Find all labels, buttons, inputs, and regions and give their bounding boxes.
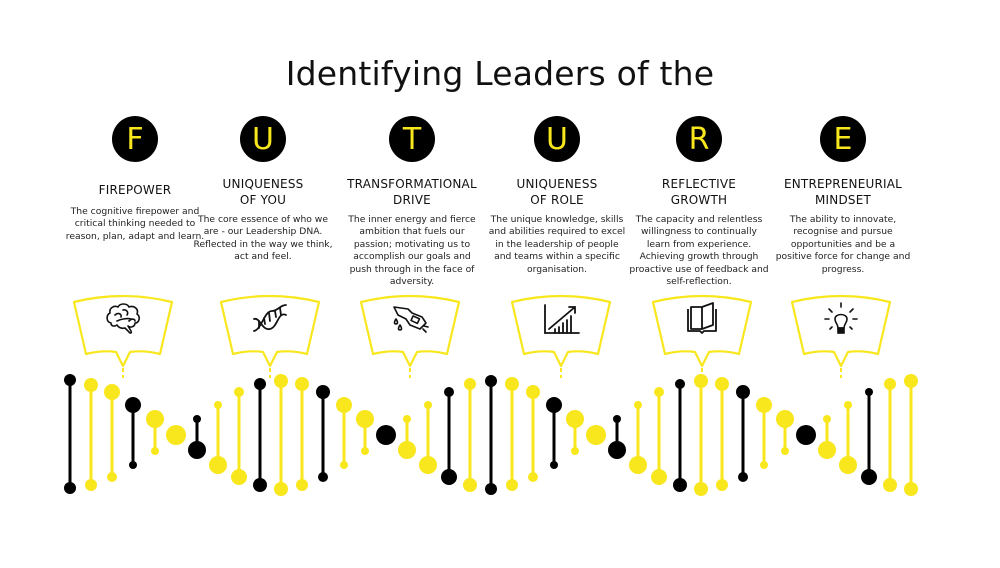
- dna-base-pair: [84, 378, 98, 491]
- column-title-line2: DRIVE: [393, 193, 431, 207]
- column-title-line1: TRANSFORMATIONAL: [347, 177, 477, 191]
- column-title: ENTREPRENEURIAL MINDSET: [768, 176, 918, 208]
- column-title: TRANSFORMATIONAL DRIVE: [337, 176, 487, 208]
- column-firepower: F FIREPOWER The cognitive firepower and …: [60, 116, 210, 243]
- column-title: UNIQUENESS OF YOU: [188, 176, 338, 208]
- letter-badge: U: [534, 116, 580, 162]
- column-title-line1: ENTREPRENEURIAL: [783, 177, 903, 191]
- column-description: The capacity and relentless willingness …: [629, 214, 769, 288]
- lightbulb-icon-badge: [788, 292, 894, 378]
- column-title: FIREPOWER: [98, 183, 172, 197]
- column-transformational-drive: T TRANSFORMATIONAL DRIVE The inner energ…: [337, 116, 487, 288]
- letter-badge: R: [676, 116, 722, 162]
- dna-base-pair: [736, 385, 750, 482]
- column-title-line2: MINDSET: [814, 193, 872, 207]
- dna-base-pair: [904, 374, 918, 496]
- dna-base-pair: [398, 415, 416, 459]
- letter: T: [402, 121, 422, 157]
- letter: E: [833, 121, 853, 157]
- dna-base-pair: [419, 401, 437, 474]
- dna-base-pair: [839, 401, 857, 474]
- dna-base-pair: [546, 397, 562, 469]
- letter: R: [688, 121, 710, 157]
- dna-base-pair: [526, 385, 540, 482]
- dna-base-pair: [125, 397, 141, 469]
- dna-base-pair: [756, 397, 772, 469]
- dna-base-pair: [485, 375, 497, 495]
- column-description: The ability to innovate, recognise and p…: [775, 214, 911, 275]
- column-title-line1: REFLECTIVE: [661, 177, 737, 191]
- dna-base-pair: [505, 377, 519, 491]
- dna-base-pair: [336, 397, 352, 469]
- dna-base-pair: [274, 374, 288, 496]
- dna-base-pair: [166, 425, 186, 445]
- dna-base-pair: [356, 410, 374, 455]
- dna-base-pair: [64, 374, 76, 494]
- column-uniqueness-of-you: U UNIQUENESS OF YOU The core essence of …: [188, 116, 338, 264]
- letter: U: [252, 121, 274, 157]
- page-title: Identifying Leaders of the: [285, 54, 715, 93]
- column-description: The unique knowledge, skills and abiliti…: [488, 214, 626, 275]
- letter-badge: F: [112, 116, 158, 162]
- dna-icon-badge: [217, 292, 323, 378]
- dna-base-pair: [629, 401, 647, 474]
- column-description: The inner energy and fierce ambition tha…: [348, 214, 476, 288]
- column-title: UNIQUENESS OF ROLE: [482, 176, 632, 208]
- dna-base-pair: [883, 378, 897, 492]
- column-uniqueness-of-role: U UNIQUENESS OF ROLE The unique knowledg…: [482, 116, 632, 276]
- dna-base-pair: [694, 374, 708, 496]
- dna-base-pair: [295, 377, 309, 491]
- dna-base-pair: [231, 387, 247, 485]
- column-title-line2: GROWTH: [670, 193, 728, 207]
- column-entrepreneurial-mindset: E ENTREPRENEURIAL MINDSET The ability to…: [768, 116, 918, 276]
- column-title-line1: UNIQUENESS: [222, 177, 304, 191]
- fuel-nozzle-icon: [393, 306, 429, 333]
- dna-base-pair: [463, 378, 477, 492]
- dna-base-pair: [566, 410, 584, 455]
- dna-base-pair: [316, 385, 330, 482]
- brain-icon-badge: [70, 292, 176, 378]
- dna-base-pair: [651, 387, 667, 485]
- letter: U: [546, 121, 568, 157]
- dna-base-pair: [796, 425, 816, 445]
- column-description: The core essence of who we are - our Lea…: [193, 214, 333, 263]
- letter-badge: T: [389, 116, 435, 162]
- dna-base-pair: [209, 401, 227, 474]
- letter-badge: E: [820, 116, 866, 162]
- brain-icon: [106, 303, 140, 334]
- lightbulb-icon: [824, 302, 858, 334]
- dna-base-pair: [586, 425, 606, 445]
- dna-base-pair: [376, 425, 396, 445]
- column-title-line2: OF ROLE: [530, 193, 584, 207]
- column-title: REFLECTIVE GROWTH: [624, 176, 774, 208]
- dna-base-pair: [188, 415, 206, 459]
- dna-base-pair: [818, 415, 836, 459]
- letter: F: [126, 121, 144, 157]
- column-reflective-growth: R REFLECTIVE GROWTH The capacity and rel…: [624, 116, 774, 288]
- dna-base-pair: [776, 410, 794, 455]
- dna-base-pair: [104, 384, 120, 482]
- open-book-icon: [687, 302, 717, 334]
- growth-chart-icon-badge: [508, 292, 614, 378]
- dna-base-pair: [608, 415, 626, 459]
- fuel-nozzle-icon-badge: [357, 292, 463, 378]
- dna-base-pair: [715, 377, 729, 491]
- letter-badge: U: [240, 116, 286, 162]
- column-description: The cognitive firepower and critical thi…: [65, 206, 205, 242]
- dna-base-pair: [673, 379, 687, 492]
- column-title-line2: OF YOU: [239, 193, 287, 207]
- growth-chart-icon: [544, 304, 580, 334]
- dna-helix-icon: [253, 304, 287, 332]
- dna-base-pair: [253, 378, 267, 492]
- dna-base-pair: [146, 410, 164, 455]
- column-title-line1: UNIQUENESS: [516, 177, 598, 191]
- dna-base-pair: [441, 387, 457, 485]
- dna-base-pair: [861, 388, 877, 485]
